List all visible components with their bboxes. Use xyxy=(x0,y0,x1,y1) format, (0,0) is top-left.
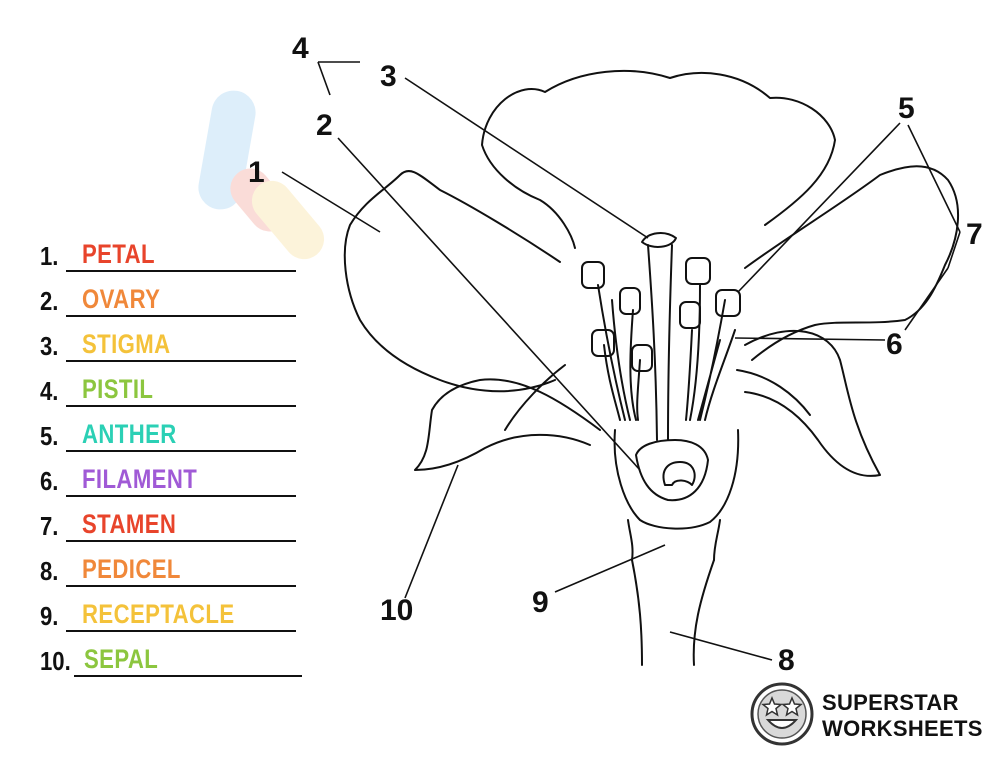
callout-3: 3 xyxy=(380,60,397,93)
answer-line xyxy=(66,585,296,587)
key-number: 9. xyxy=(40,601,59,631)
answer-line xyxy=(66,315,296,317)
callout-10: 10 xyxy=(380,594,413,627)
key-row-3: 3. STIGMA xyxy=(40,326,310,371)
key-number: 4. xyxy=(40,376,59,406)
sepal-left xyxy=(414,378,601,471)
key-row-9: 9. RECEPTACLE xyxy=(40,596,310,641)
key-answer-filament: FILAMENT xyxy=(82,464,198,494)
brand-line-1: SUPERSTAR xyxy=(822,690,959,715)
key-answer-stigma: STIGMA xyxy=(82,329,171,359)
anther-l1 xyxy=(581,261,605,289)
anther-l4 xyxy=(631,344,653,372)
key-row-5: 5. ANTHER xyxy=(40,416,310,461)
sepal-right xyxy=(744,329,881,477)
key-answer-pedicel: PEDICEL xyxy=(82,554,181,584)
key-number: 6. xyxy=(40,466,59,496)
key-number: 3. xyxy=(40,331,59,361)
sepal-left-2 xyxy=(504,364,566,431)
petal-right xyxy=(744,165,960,361)
key-number: 8. xyxy=(40,556,59,586)
answer-line xyxy=(66,270,296,272)
watermark xyxy=(198,90,325,260)
brand-name: SUPERSTAR WORKSHEETS xyxy=(822,690,983,742)
answer-line xyxy=(66,495,296,497)
style xyxy=(647,244,673,441)
star-eyes-smiley-icon xyxy=(750,682,814,746)
petal-top xyxy=(481,69,836,249)
key-number: 10. xyxy=(40,646,71,676)
receptacle xyxy=(627,519,721,561)
brand-line-2: WORKSHEETS xyxy=(822,716,983,741)
anther-r2 xyxy=(679,301,701,329)
callout-6: 6 xyxy=(886,328,903,361)
callout-5: 5 xyxy=(898,92,915,125)
answer-line xyxy=(66,540,296,542)
key-row-2: 2. OVARY xyxy=(40,281,310,326)
callout-7: 7 xyxy=(966,218,983,251)
key-answer-receptacle: RECEPTACLE xyxy=(82,599,235,629)
key-row-4: 4. PISTIL xyxy=(40,371,310,416)
key-number: 1. xyxy=(40,241,59,271)
answer-key-list: 1. PETAL 2. OVARY 3. STIGMA 4. PISTIL 5.… xyxy=(40,236,310,686)
anther-r1 xyxy=(685,257,711,285)
key-row-10: 10. SEPAL xyxy=(40,641,310,686)
answer-line xyxy=(66,630,296,632)
filaments-left xyxy=(597,284,641,421)
key-answer-ovary: OVARY xyxy=(82,284,161,314)
key-number: 2. xyxy=(40,286,59,316)
callout-8: 8 xyxy=(778,644,795,677)
ovary-inner xyxy=(635,439,709,502)
key-number: 7. xyxy=(40,511,59,541)
ovary-wall xyxy=(613,429,740,530)
petal-left xyxy=(343,170,561,393)
key-answer-petal: PETAL xyxy=(82,239,155,269)
key-row-8: 8. PEDICEL xyxy=(40,551,310,596)
anther-r3 xyxy=(715,289,741,317)
leader-lines xyxy=(281,61,961,661)
answer-line xyxy=(66,450,296,452)
key-answer-pistil: PISTIL xyxy=(82,374,154,404)
callout-9: 9 xyxy=(532,586,549,619)
anther-l2 xyxy=(619,287,641,315)
ovule xyxy=(662,461,696,486)
pedicel xyxy=(631,559,715,666)
callout-2: 2 xyxy=(316,109,333,142)
answer-line xyxy=(66,360,296,362)
sepal-right-2 xyxy=(736,369,811,416)
key-answer-stamen: STAMEN xyxy=(82,509,177,539)
answer-line xyxy=(66,405,296,407)
callout-4: 4 xyxy=(292,32,309,65)
brand-logo: SUPERSTAR WORKSHEETS xyxy=(748,680,988,750)
filaments-right xyxy=(685,284,736,421)
key-number: 5. xyxy=(40,421,59,451)
key-answer-sepal: SEPAL xyxy=(84,644,159,674)
callout-1: 1 xyxy=(248,156,265,189)
key-row-7: 7. STAMEN xyxy=(40,506,310,551)
answer-line xyxy=(74,675,302,677)
key-answer-anther: ANTHER xyxy=(82,419,177,449)
anther-l3 xyxy=(591,329,615,357)
key-row-1: 1. PETAL xyxy=(40,236,310,281)
key-row-6: 6. FILAMENT xyxy=(40,461,310,506)
stigma xyxy=(641,232,677,248)
